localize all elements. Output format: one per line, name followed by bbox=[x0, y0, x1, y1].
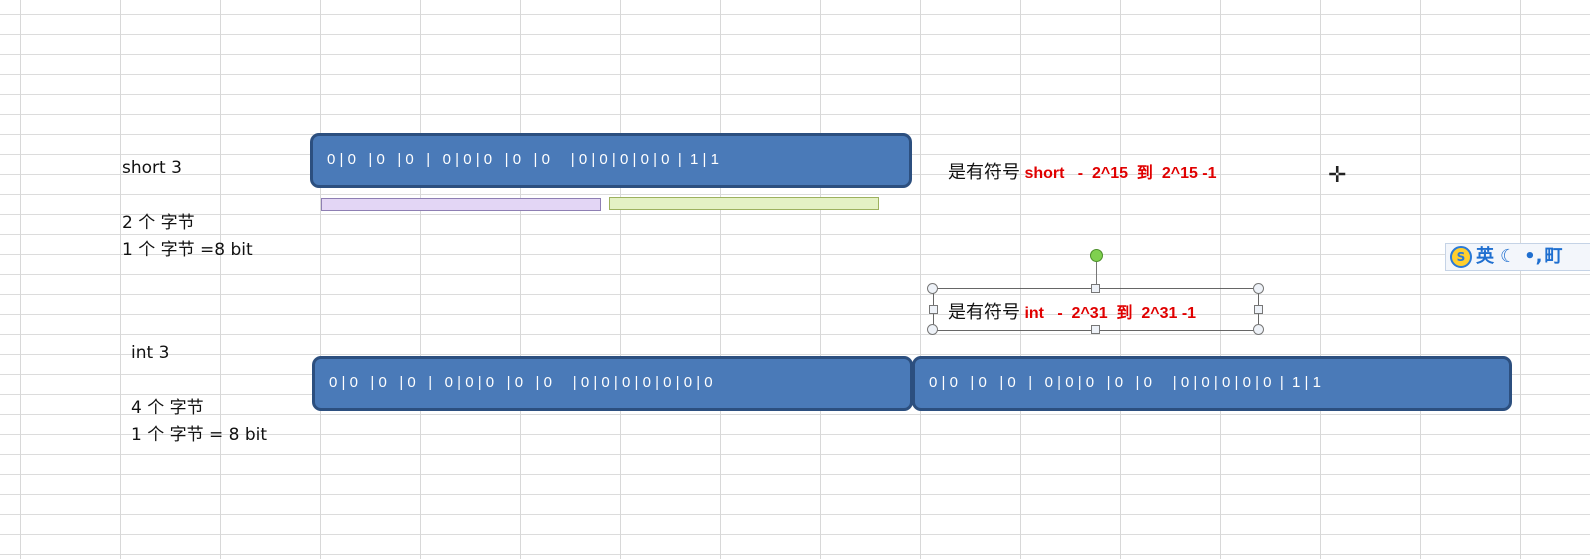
ime-mode-toggle[interactable]: 英 bbox=[1476, 246, 1494, 267]
rotation-stem bbox=[1096, 262, 1097, 288]
resize-handle-right[interactable] bbox=[1254, 305, 1263, 314]
sogou-logo-icon[interactable]: S bbox=[1450, 246, 1472, 268]
resize-handle-bottom-right[interactable] bbox=[1253, 324, 1264, 335]
int-range-note[interactable]: 是有符号 int - 2^31 到 2^31 -1 bbox=[948, 298, 1196, 324]
int-note-prefix: 是有符号 bbox=[948, 302, 1020, 323]
ime-extra[interactable]: 町 bbox=[1544, 246, 1563, 267]
int-note-range: int - 2^31 到 2^31 -1 bbox=[1020, 305, 1197, 322]
moon-icon[interactable]: ☾ bbox=[1500, 246, 1517, 267]
short-high-byte-highlight[interactable] bbox=[321, 198, 601, 211]
short-type-label: short 3 bbox=[122, 158, 182, 178]
short-low-byte-highlight[interactable] bbox=[609, 197, 879, 210]
short-bits-shape[interactable]: 0 | 0 | 0 | 0 | 0 | 0 | 0 | 0 | 0 | 0 | … bbox=[310, 133, 912, 188]
short-note-range: short - 2^15 到 2^15 -1 bbox=[1020, 165, 1217, 182]
int-bytes-label: 4 个 字节 bbox=[131, 398, 204, 418]
short-note-prefix: 是有符号 bbox=[948, 162, 1020, 183]
rotate-handle[interactable] bbox=[1090, 249, 1103, 262]
resize-handle-bottom[interactable] bbox=[1091, 325, 1100, 334]
int-high-bits-shape[interactable]: 0 | 0 | 0 | 0 | 0 | 0 | 0 | 0 | 0 | 0 | … bbox=[312, 356, 913, 411]
cross-cursor-icon: ✛ bbox=[1328, 163, 1347, 188]
resize-handle-top-left[interactable] bbox=[927, 283, 938, 294]
ime-punct-toggle[interactable]: •, bbox=[1524, 246, 1543, 267]
short-byte-bits-label: 1 个 字节 =8 bit bbox=[122, 240, 253, 260]
short-bytes-label: 2 个 字节 bbox=[122, 213, 195, 233]
resize-handle-top[interactable] bbox=[1091, 284, 1100, 293]
resize-handle-left[interactable] bbox=[929, 305, 938, 314]
int-low-bits-shape[interactable]: 0 | 0 | 0 | 0 | 0 | 0 | 0 | 0 | 0 | 0 | … bbox=[912, 356, 1512, 411]
resize-handle-bottom-left[interactable] bbox=[927, 324, 938, 335]
int-type-label: int 3 bbox=[131, 343, 170, 363]
int-byte-bits-label: 1 个 字节 = 8 bit bbox=[131, 425, 268, 445]
resize-handle-top-right[interactable] bbox=[1253, 283, 1264, 294]
short-range-note[interactable]: 是有符号 short - 2^15 到 2^15 -1 bbox=[948, 158, 1217, 184]
